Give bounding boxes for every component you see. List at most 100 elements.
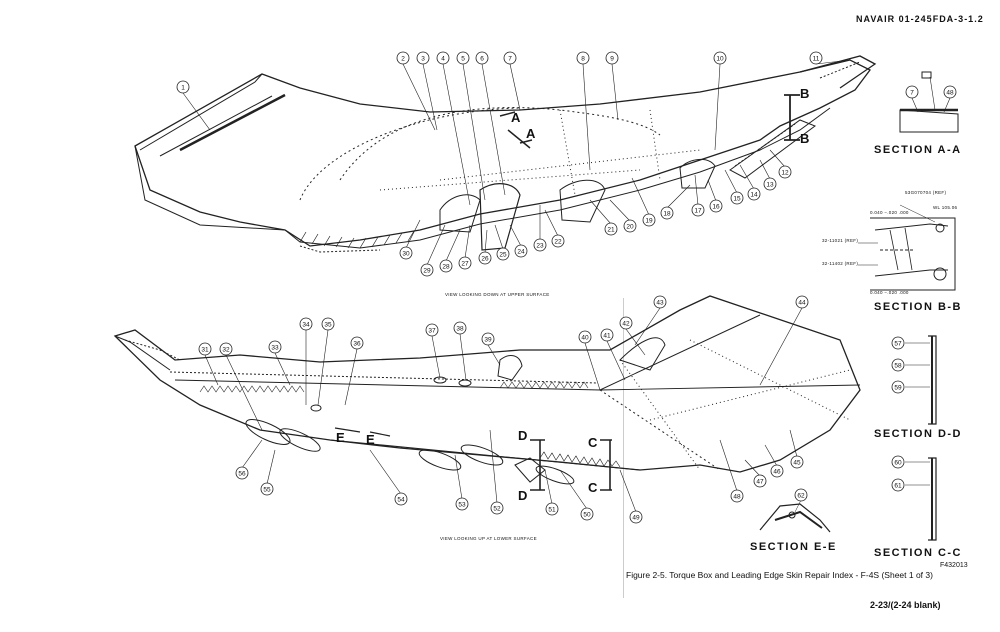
page-number: 2-23/(2-24 blank) <box>870 600 941 610</box>
svg-text:37: 37 <box>428 328 436 335</box>
svg-text:32: 32 <box>222 347 230 354</box>
section-dd-detail <box>905 335 937 425</box>
bb-ref-note-1: 32-11021 (REF) <box>822 238 859 243</box>
callout-25: 25 <box>496 247 510 261</box>
document-id: NAVAIR 01-245FDA-3-1.2 <box>856 14 984 24</box>
lower-wing-outline <box>113 295 861 491</box>
callout-13: 13 <box>763 177 777 191</box>
svg-text:30: 30 <box>402 251 410 258</box>
callout-61: 61 <box>891 478 905 492</box>
callout-35: 35 <box>321 317 335 331</box>
svg-text:11: 11 <box>813 56 820 63</box>
callout-33: 33 <box>268 340 282 354</box>
callout-51: 51 <box>545 502 559 516</box>
callout-62: 62 <box>794 488 808 502</box>
callout-44: 44 <box>795 295 809 309</box>
callout-31: 31 <box>198 342 212 356</box>
svg-text:49: 49 <box>632 515 640 522</box>
svg-text:42: 42 <box>622 321 630 328</box>
callout-23: 23 <box>533 238 547 252</box>
cut-label-c-bottom: C <box>588 480 598 495</box>
callout-58: 58 <box>891 358 905 372</box>
svg-text:12: 12 <box>781 170 789 177</box>
callout-52: 52 <box>490 501 504 515</box>
callout-45: 45 <box>790 455 804 469</box>
callout-24: 24 <box>514 244 528 258</box>
svg-text:59: 59 <box>894 385 902 392</box>
callout-46: 46 <box>770 464 784 478</box>
callout-17: 17 <box>691 203 705 217</box>
bb-tol-note-2: 0.040 −.020 .000 <box>870 290 909 295</box>
svg-text:61: 61 <box>894 483 902 490</box>
callout-59: 59 <box>891 380 905 394</box>
bb-tol-note-1: 0.040 −.020 .000 <box>870 210 909 215</box>
cut-label-b-top: B <box>800 86 810 101</box>
callout-29: 29 <box>420 263 434 277</box>
section-bb-title: SECTION B-B <box>874 301 962 313</box>
callout-2: 2 <box>396 51 410 65</box>
callout-14: 14 <box>747 187 761 201</box>
svg-text:53: 53 <box>458 502 466 509</box>
svg-text:43: 43 <box>656 300 664 307</box>
lower-view-caption: VIEW LOOKING UP AT LOWER SURFACE <box>440 536 537 541</box>
svg-text:19: 19 <box>645 218 653 225</box>
svg-text:27: 27 <box>461 261 469 268</box>
svg-text:41: 41 <box>603 333 611 340</box>
svg-text:50: 50 <box>583 512 591 519</box>
svg-text:46: 46 <box>773 469 781 476</box>
callout-20: 20 <box>623 219 637 233</box>
svg-text:3: 3 <box>421 56 425 63</box>
callout-41: 41 <box>600 328 614 342</box>
cut-label-c-top: C <box>588 435 598 450</box>
svg-text:48: 48 <box>733 494 741 501</box>
callout-49: 49 <box>629 510 643 524</box>
svg-text:22: 22 <box>554 239 562 246</box>
svg-text:16: 16 <box>712 204 720 211</box>
figure-id: F432013 <box>940 562 968 569</box>
callout-56: 56 <box>235 466 249 480</box>
svg-text:1: 1 <box>181 85 185 92</box>
callout-34: 34 <box>299 317 313 331</box>
callout-6: 6 <box>475 51 489 65</box>
callout-19: 19 <box>642 213 656 227</box>
callout-38: 38 <box>453 321 467 335</box>
svg-text:31: 31 <box>201 347 209 354</box>
callout-18: 18 <box>660 206 674 220</box>
svg-text:40: 40 <box>581 335 589 342</box>
svg-text:15: 15 <box>733 196 741 203</box>
callout-48: 48 <box>730 489 744 503</box>
callout-60: 60 <box>891 455 905 469</box>
svg-text:58: 58 <box>894 363 902 370</box>
page-fold-line <box>623 298 624 598</box>
svg-text:18: 18 <box>663 211 671 218</box>
svg-text:14: 14 <box>750 192 758 199</box>
svg-text:62: 62 <box>797 493 805 500</box>
svg-text:7: 7 <box>910 90 914 97</box>
cut-label-a-lower: A <box>526 126 536 141</box>
cut-label-a-upper: A <box>511 110 521 125</box>
svg-text:55: 55 <box>263 487 271 494</box>
svg-text:60: 60 <box>894 460 902 467</box>
callout-28: 28 <box>439 259 453 273</box>
cut-label-b-bottom: B <box>800 131 810 146</box>
callout-32: 32 <box>219 342 233 356</box>
svg-text:7: 7 <box>508 56 512 63</box>
callout-40: 40 <box>578 330 592 344</box>
section-cc-title: SECTION C-C <box>874 547 962 559</box>
upper-view-caption: VIEW LOOKING DOWN AT UPPER SURFACE <box>445 292 550 297</box>
callout-10: 10 <box>713 51 727 65</box>
bb-station-note: WL 105.06 <box>933 205 958 210</box>
svg-text:6: 6 <box>480 56 484 63</box>
callout-15: 15 <box>730 191 744 205</box>
svg-text:21: 21 <box>607 227 615 234</box>
callout-42: 42 <box>619 316 633 330</box>
svg-text:57: 57 <box>894 341 902 348</box>
svg-text:10: 10 <box>716 56 724 63</box>
svg-text:25: 25 <box>499 252 507 259</box>
callout-7: 7 <box>503 51 517 65</box>
svg-text:54: 54 <box>397 497 405 504</box>
svg-text:33: 33 <box>271 345 279 352</box>
callout-7: 7 <box>905 85 919 99</box>
section-aa-title: SECTION A-A <box>874 144 962 156</box>
